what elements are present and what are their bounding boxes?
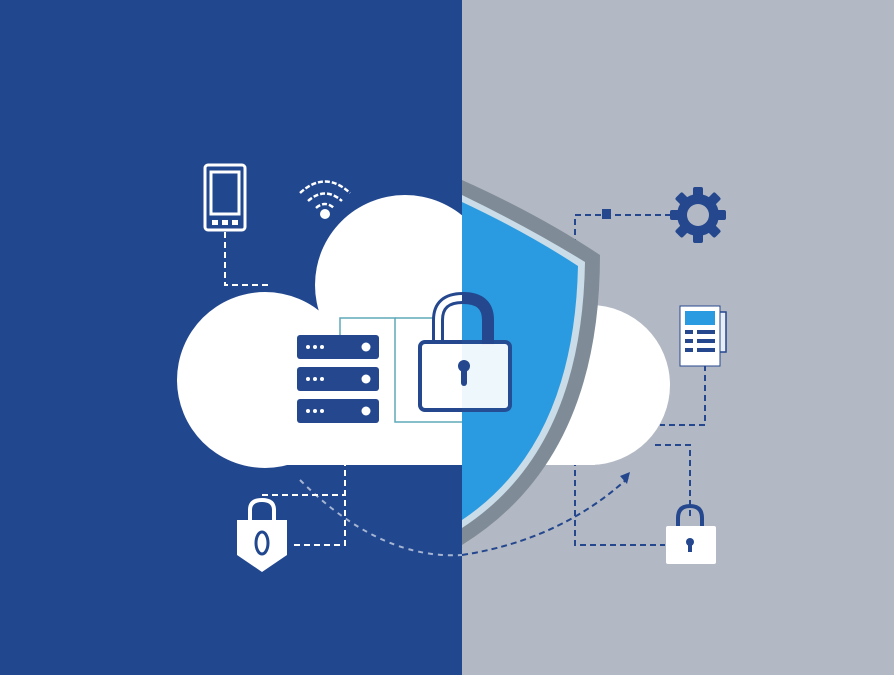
mobile-device-icon: [203, 163, 247, 232]
arrow-head: [620, 472, 630, 484]
padlock-icon: [418, 291, 512, 412]
small-padlock-icon: [666, 503, 716, 564]
shield-lock-icon: [237, 497, 287, 572]
left-connectors: [224, 232, 463, 557]
wifi-icon: [299, 180, 351, 219]
shield-icon: [462, 180, 600, 545]
right-connectors: [461, 214, 706, 556]
server-stack-icon: [297, 335, 379, 423]
gear-icon: [670, 187, 726, 243]
document-icon: [679, 305, 727, 367]
connector-node: [602, 209, 611, 219]
